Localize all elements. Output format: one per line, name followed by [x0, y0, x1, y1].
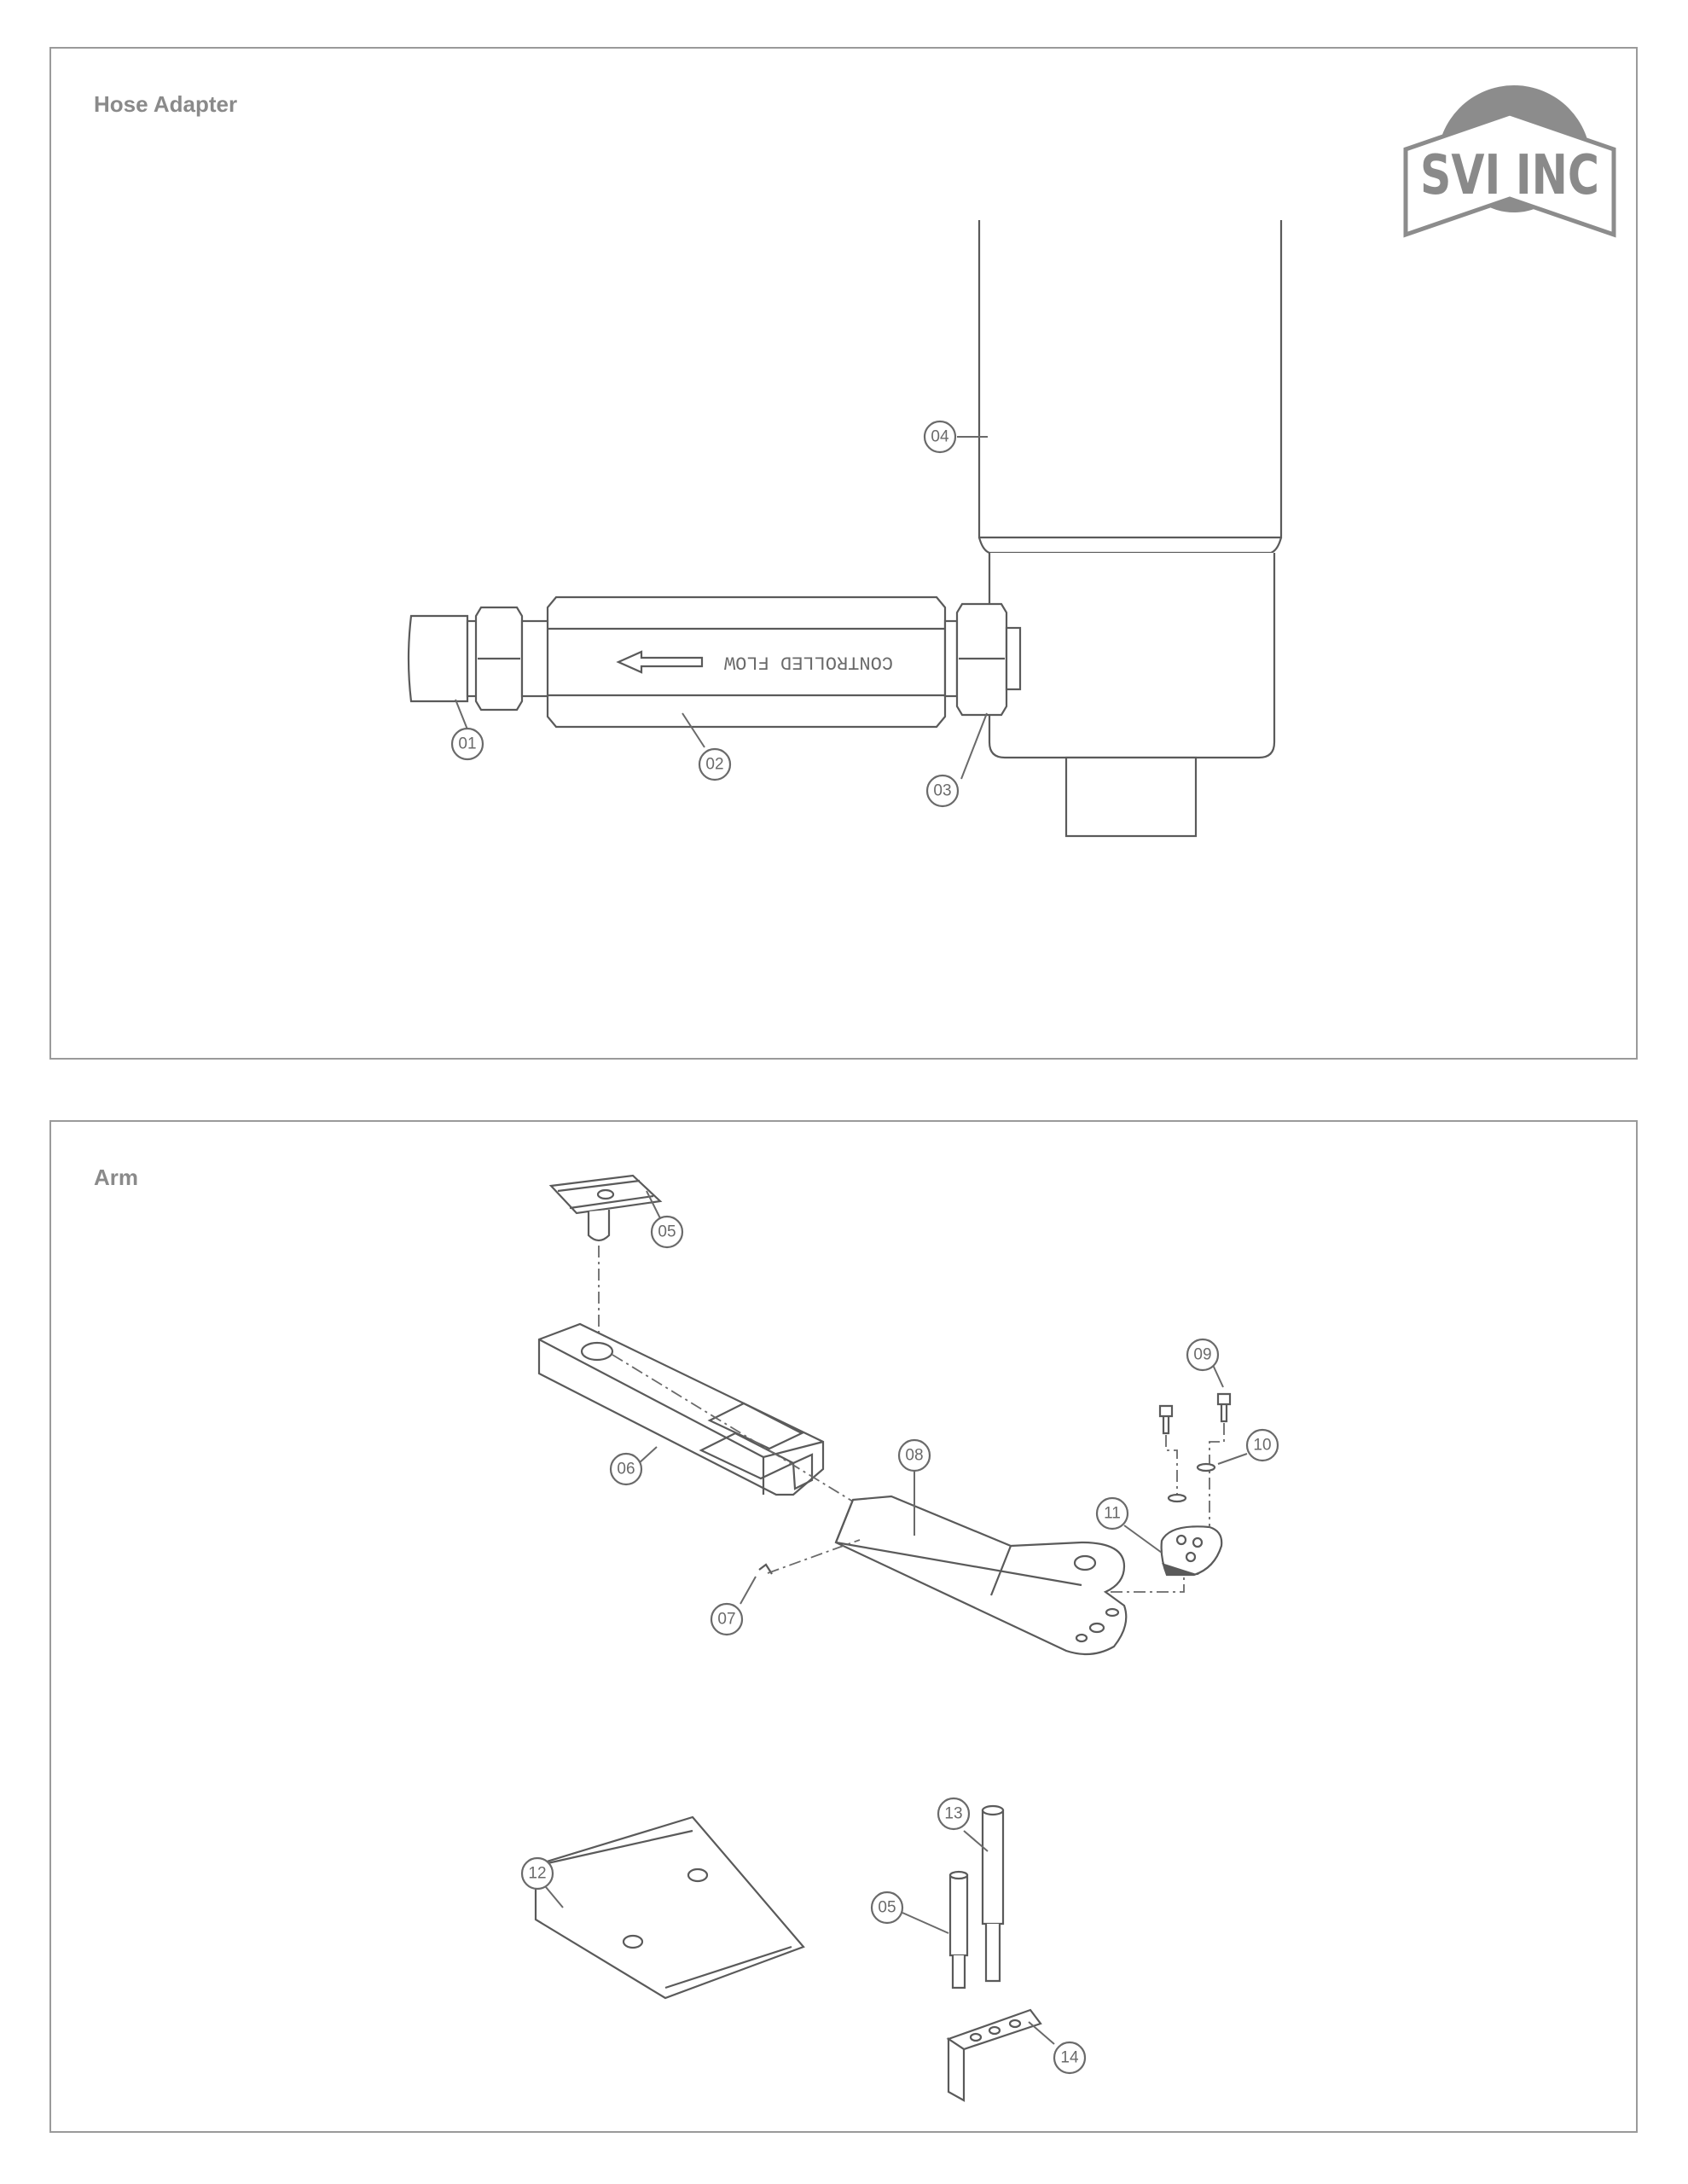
cylinder-bottom-stub — [1064, 756, 1198, 838]
svg-text:13: 13 — [944, 1805, 962, 1823]
callout-06: 06 — [609, 1452, 643, 1486]
cylinder-collar — [977, 537, 1283, 555]
hose-adapter-title: Hose Adapter — [94, 91, 238, 117]
callout-07: 07 — [710, 1602, 744, 1636]
part-10-washer-left — [1167, 1493, 1187, 1503]
svg-text:03: 03 — [933, 782, 951, 800]
svg-text:11: 11 — [1104, 1505, 1121, 1523]
cylinder-body — [988, 553, 1276, 759]
part-09-screw-right — [1216, 1392, 1232, 1423]
callout-01: 01 — [450, 727, 484, 761]
svg-text:07: 07 — [717, 1611, 735, 1629]
svg-text:04: 04 — [931, 428, 949, 446]
part-05-clip — [548, 1174, 663, 1215]
logo-text: SVI INC — [1420, 144, 1599, 207]
cylinder-upper — [977, 220, 1283, 539]
arm-title: Arm — [94, 1165, 139, 1190]
callout-08: 08 — [897, 1438, 931, 1472]
part-08-arm — [834, 1495, 1128, 1656]
svi-inc-logo: SVI INC — [1403, 85, 1616, 238]
part-14-bracket-side — [947, 2036, 966, 2102]
callout-02: 02 — [698, 747, 732, 781]
nut-right-flange — [1005, 626, 1022, 691]
callout-12: 12 — [520, 1856, 554, 1891]
callout-05-bottom: 05 — [870, 1891, 904, 1925]
svg-text:14: 14 — [1060, 2049, 1079, 2067]
nut-right-collar — [943, 619, 959, 698]
callout-14: 14 — [1053, 2041, 1087, 2075]
callout-04: 04 — [923, 420, 957, 454]
part-05-pin — [587, 1210, 611, 1242]
callout-03: 03 — [925, 774, 960, 808]
svg-text:10: 10 — [1253, 1437, 1271, 1455]
svg-text:05: 05 — [658, 1223, 676, 1241]
part-09-screw-left — [1158, 1404, 1174, 1435]
callout-05-top: 05 — [650, 1215, 684, 1249]
callout-09: 09 — [1186, 1338, 1220, 1372]
callout-10: 10 — [1245, 1428, 1279, 1462]
hose-adapter-panel: Hose Adapter — [49, 47, 1638, 1060]
svg-text:02: 02 — [705, 756, 723, 774]
fitting-01 — [407, 614, 469, 703]
callout-13: 13 — [937, 1797, 971, 1831]
hose-adapter-drawing: CONTROLLED FLOW — [407, 220, 1283, 838]
svg-text:05: 05 — [878, 1899, 896, 1917]
pipe-label: CONTROLLED FLOW — [723, 652, 893, 673]
arm-panel: Arm — [49, 1120, 1638, 2133]
svg-text:01: 01 — [458, 735, 476, 753]
svg-text:08: 08 — [905, 1447, 923, 1465]
part-10-washer-right — [1196, 1462, 1216, 1472]
callout-11: 11 — [1095, 1496, 1129, 1531]
svg-text:12: 12 — [528, 1865, 546, 1883]
part-07-screw — [758, 1563, 773, 1575]
flow-arrow-icon — [616, 650, 704, 674]
svg-text:06: 06 — [617, 1461, 635, 1478]
svg-text:09: 09 — [1193, 1346, 1211, 1364]
part-12-plate — [534, 1815, 805, 2000]
arm-drawing — [534, 1174, 1232, 2102]
